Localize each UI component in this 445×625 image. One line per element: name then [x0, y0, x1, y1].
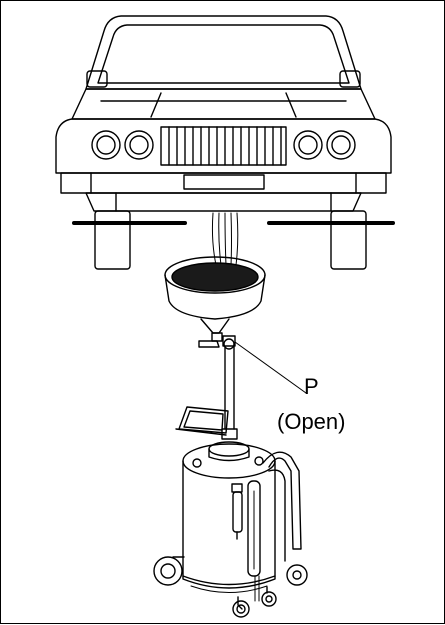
- bumper: [60, 172, 387, 194]
- hood-crease-left: [150, 92, 162, 118]
- caster-right: [261, 586, 277, 607]
- valve-state-label: (Open): [277, 409, 346, 434]
- caster-left: [232, 596, 250, 618]
- oil-pool: [171, 262, 259, 292]
- car-hood: [71, 88, 376, 120]
- drain-tank: [153, 441, 308, 618]
- oil-streams: [211, 212, 239, 266]
- grille: [160, 126, 287, 166]
- headlight-left-inner: [124, 130, 154, 160]
- tool-tray: [175, 406, 229, 436]
- grille-bars: [168, 126, 282, 166]
- left-wheel: [153, 556, 183, 586]
- right-mirror: [339, 70, 361, 88]
- license-plate: [183, 174, 265, 190]
- collection-funnel: [164, 256, 266, 350]
- valve-handle: [198, 340, 220, 348]
- car-windshield: [97, 24, 350, 84]
- valve-body: [223, 338, 235, 350]
- handle-pipe: [262, 451, 302, 550]
- headlight-right-outer: [326, 130, 356, 160]
- drain-hose: [268, 469, 286, 562]
- car-roof: [85, 15, 362, 90]
- right-tire: [330, 210, 367, 270]
- car-front-view: [55, 15, 395, 270]
- valve-label: P: [304, 374, 319, 399]
- car-front-body: [55, 118, 392, 174]
- valve-leader-line: [234, 341, 307, 394]
- headlight-right-inner: [293, 130, 323, 160]
- extension-tube: [221, 346, 238, 440]
- funnel-bowl: [164, 274, 266, 320]
- tank-body: [182, 460, 276, 589]
- level-gauge: [247, 480, 261, 577]
- headlight-left-outer: [91, 130, 121, 160]
- hood-crease-right: [285, 92, 297, 118]
- right-wheel: [286, 564, 308, 586]
- left-mirror: [86, 70, 108, 88]
- left-tire: [94, 210, 131, 270]
